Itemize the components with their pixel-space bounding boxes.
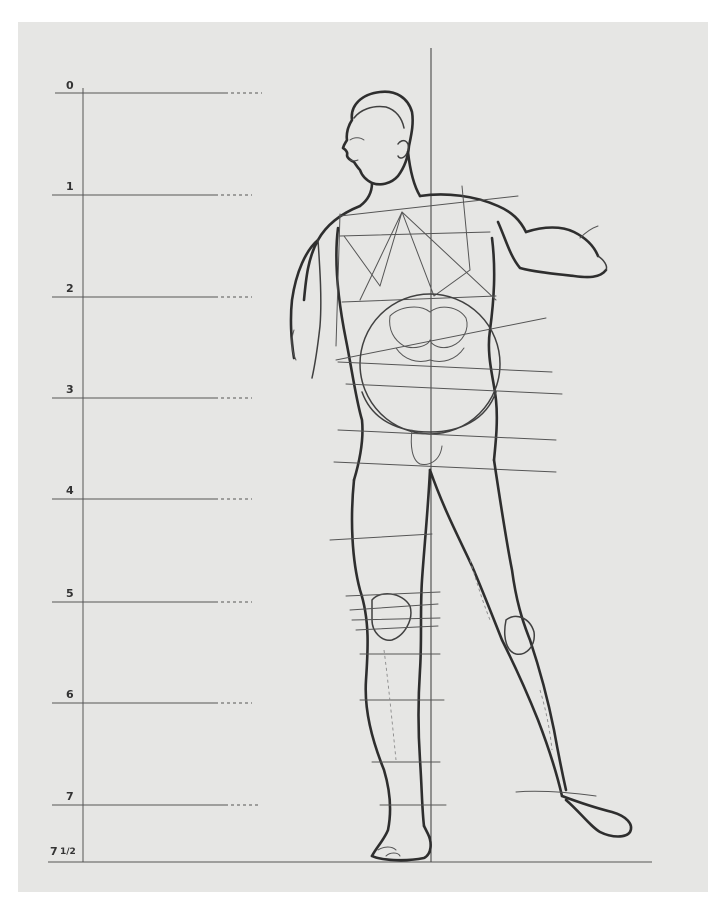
paper-background [18,22,708,892]
scale-label-4: 4 [66,484,74,497]
scale-label-7-half-whole: 7 [50,845,58,858]
scale-label-0: 0 [66,79,74,92]
scale-label-5: 5 [66,587,74,600]
scale-label-2: 2 [66,282,74,295]
scale-label-7: 7 [66,790,74,803]
scale-label-1: 1 [66,180,74,193]
scale-label-7-half-fraction: 1/2 [60,847,76,857]
scale-label-3: 3 [66,383,74,396]
scale-label-6: 6 [66,688,74,701]
